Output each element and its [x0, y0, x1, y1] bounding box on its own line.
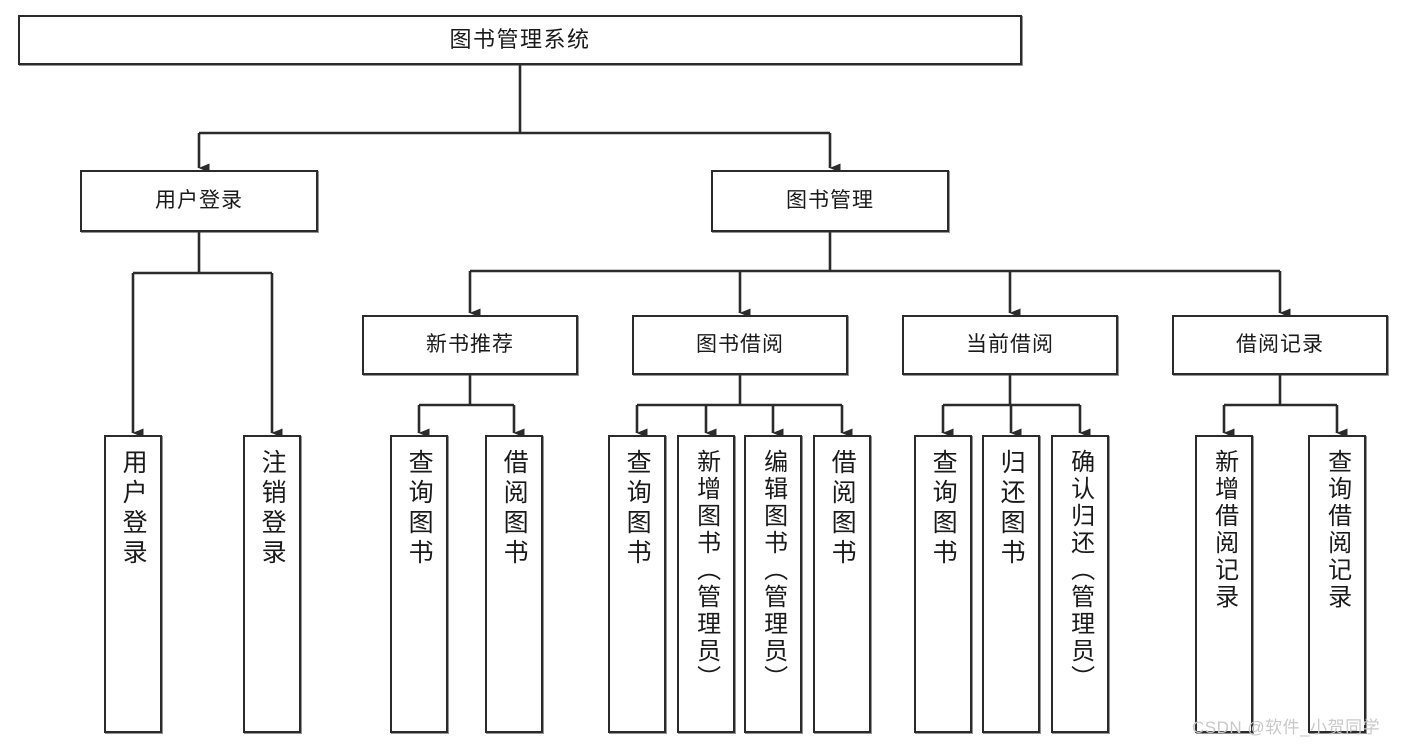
node-book-management[interactable]: 图书管理 [711, 170, 949, 232]
node-label: 查询借阅记录 [1323, 449, 1351, 611]
node-label: 图书管理 [786, 188, 874, 212]
node-book-borrow[interactable]: 图书借阅 [632, 315, 848, 375]
node-user-login[interactable]: 用户登录 [80, 170, 318, 232]
node-leaf-query-book-3[interactable]: 查询图书 [914, 435, 972, 733]
node-label: 用户登录 [119, 449, 148, 569]
node-label: 用户登录 [155, 188, 243, 212]
node-root-book-management-system[interactable]: 图书管理系统 [18, 15, 1022, 65]
node-label: 确认归还（管理员） [1066, 449, 1094, 692]
node-leaf-add-record[interactable]: 新增借阅记录 [1195, 435, 1253, 733]
node-label: 注销登录 [258, 449, 287, 569]
node-label: 新增图书（管理员） [692, 449, 720, 692]
node-label: 图书借阅 [696, 332, 784, 356]
node-label: 归还图书 [997, 449, 1026, 569]
node-label: 当前借阅 [966, 332, 1054, 356]
node-leaf-edit-book[interactable]: 编辑图书（管理员） [744, 435, 802, 733]
node-label: 借阅记录 [1236, 332, 1324, 356]
node-label: 新书推荐 [426, 332, 514, 356]
node-current-borrow[interactable]: 当前借阅 [902, 315, 1118, 375]
node-leaf-logout-login[interactable]: 注销登录 [243, 435, 301, 733]
node-label: 新增借阅记录 [1210, 449, 1238, 611]
node-new-book-recommend[interactable]: 新书推荐 [362, 315, 578, 375]
node-leaf-borrow-book-1[interactable]: 借阅图书 [485, 435, 543, 733]
node-leaf-query-book-2[interactable]: 查询图书 [608, 435, 666, 733]
node-leaf-borrow-book-2[interactable]: 借阅图书 [813, 435, 871, 733]
node-leaf-return-book[interactable]: 归还图书 [982, 435, 1040, 733]
node-leaf-confirm-return[interactable]: 确认归还（管理员） [1051, 435, 1109, 733]
node-label: 查询图书 [623, 449, 652, 569]
node-label: 借阅图书 [500, 449, 529, 569]
node-label: 查询图书 [929, 449, 958, 569]
node-leaf-query-record[interactable]: 查询借阅记录 [1308, 435, 1366, 733]
node-label: 编辑图书（管理员） [759, 449, 787, 692]
node-borrow-record[interactable]: 借阅记录 [1172, 315, 1388, 375]
node-leaf-query-book-1[interactable]: 查询图书 [390, 435, 448, 733]
node-label: 图书管理系统 [449, 27, 591, 53]
csdn-watermark: CSDN @软件_小贺同学 [1192, 718, 1381, 737]
node-leaf-add-book[interactable]: 新增图书（管理员） [677, 435, 735, 733]
node-leaf-user-login[interactable]: 用户登录 [104, 435, 162, 733]
node-label: 借阅图书 [828, 449, 857, 569]
node-label: 查询图书 [405, 449, 434, 569]
